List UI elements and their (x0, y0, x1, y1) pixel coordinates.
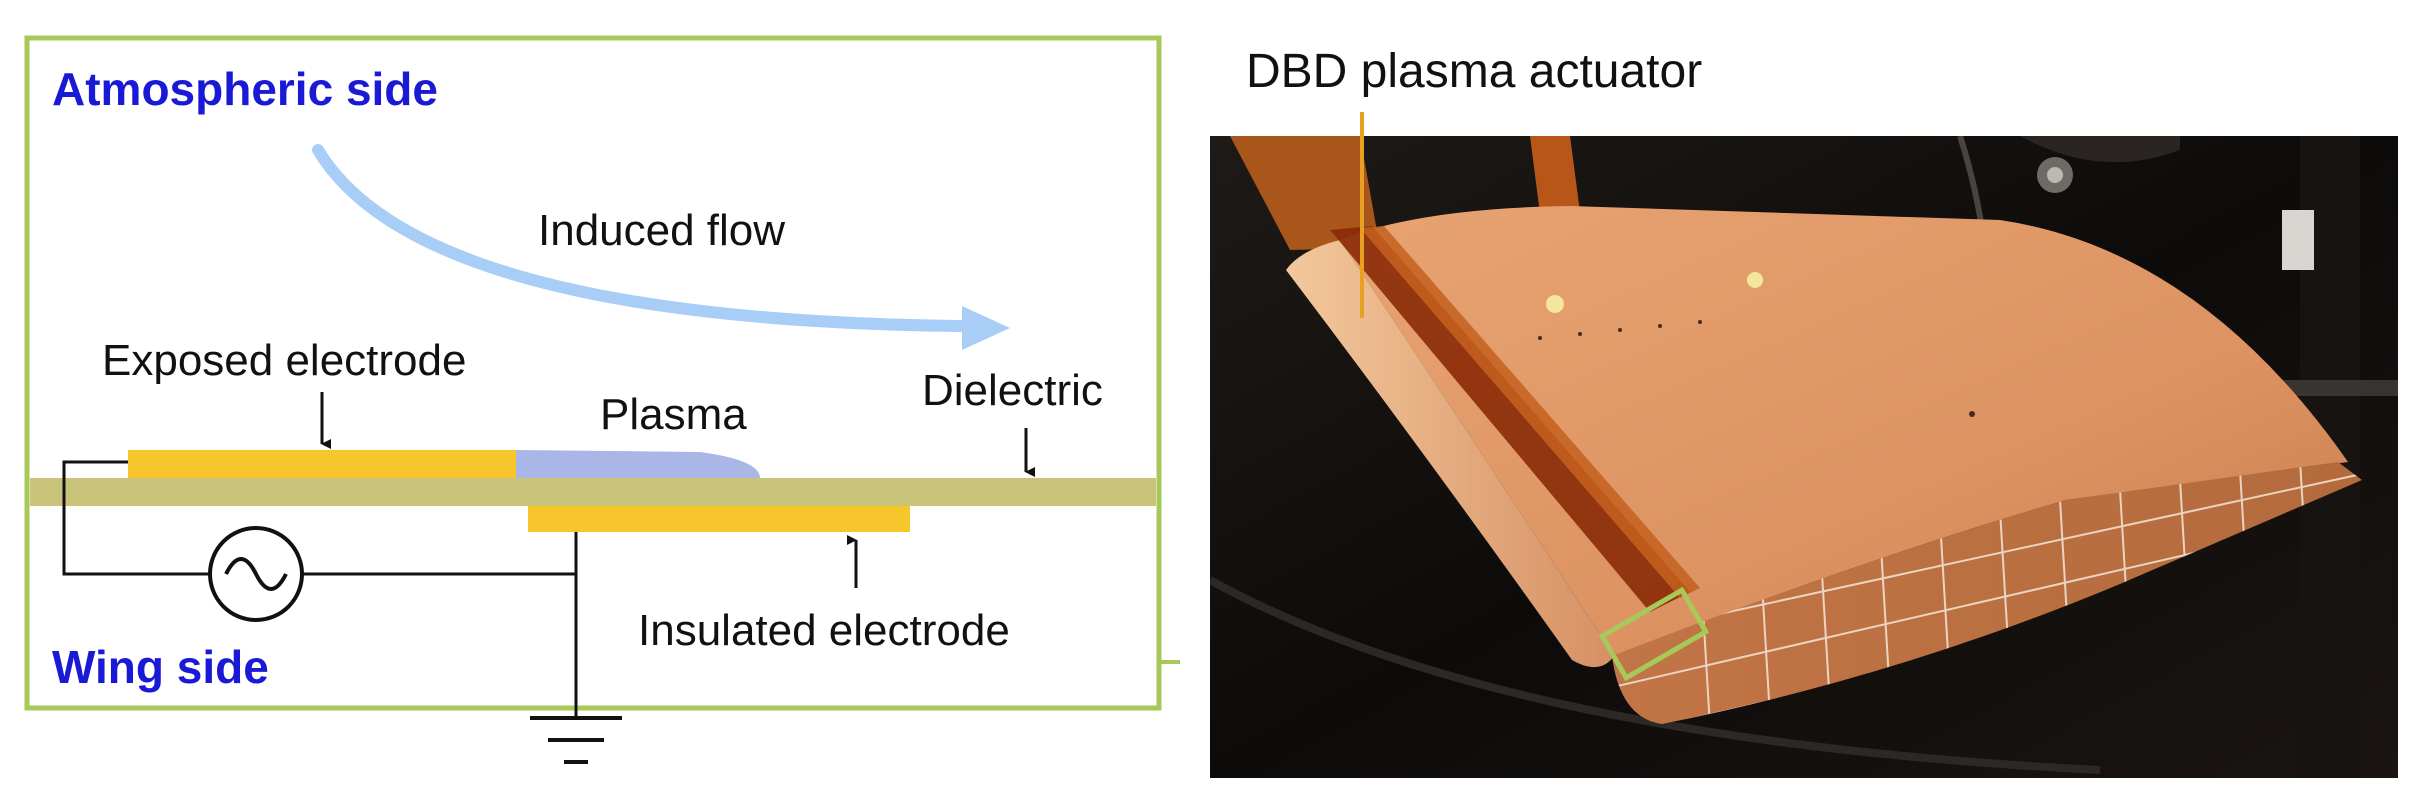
dbd-schematic (24, 35, 1180, 764)
wing-side-label: Wing side (52, 641, 269, 693)
ground-icon (530, 716, 622, 764)
induced-flow-arrow (312, 144, 966, 332)
exposed-electrode (128, 450, 516, 478)
insulated-electrode-label: Insulated electrode (638, 606, 1010, 655)
photo-caption: DBD plasma actuator (1246, 45, 1703, 98)
dielectric-label: Dielectric (922, 366, 1103, 415)
exposed-electrode-label: Exposed electrode (102, 336, 467, 385)
schematic-frame (24, 35, 1162, 711)
insulated-electrode (528, 506, 910, 532)
plasma-label: Plasma (600, 390, 747, 439)
atmospheric-side-label: Atmospheric side (52, 63, 438, 115)
plasma-shape (515, 450, 760, 478)
actuator-highlight-box (1598, 586, 1710, 682)
induced-flow-label: Induced flow (538, 206, 786, 255)
ac-source-icon (208, 526, 304, 622)
dielectric-layer (30, 478, 1156, 506)
induced-flow-arrowhead (962, 306, 1010, 350)
circuit-wire (62, 460, 210, 576)
